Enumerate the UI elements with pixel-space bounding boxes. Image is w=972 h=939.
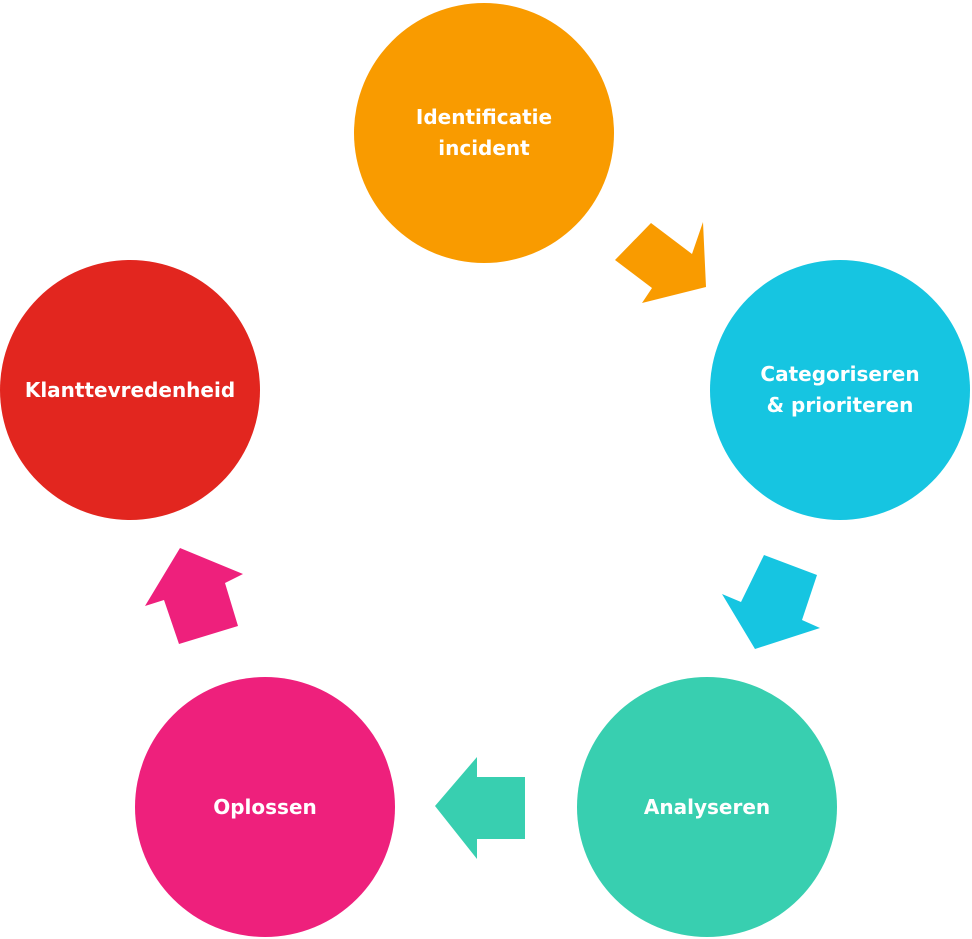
step-klanttevredenheid: Klanttevredenheid: [0, 260, 260, 520]
step-categoriseren-prioriteren: Categoriseren & prioriteren: [710, 260, 970, 520]
step-identificatie-incident: Identificatie incident: [354, 3, 614, 263]
step-label: Identificatie incident: [415, 105, 553, 160]
arrow-icon-identificatie-to-categoriseren: [615, 222, 706, 303]
step-label: Klanttevredenheid: [24, 377, 236, 402]
step-label: Oplossen: [213, 794, 317, 819]
arrow-icon-categoriseren-to-analyseren: [722, 555, 820, 649]
arrow-icon-analyseren-to-oplossen: [435, 757, 525, 859]
step-label: Analyseren: [643, 794, 771, 819]
step-analyseren: Analyseren: [577, 677, 837, 937]
step-oplossen: Oplossen: [135, 677, 395, 937]
arrow-icon-oplossen-to-klanttevredenheid: [145, 548, 243, 644]
step-label: Categoriseren & prioriteren: [760, 362, 920, 417]
